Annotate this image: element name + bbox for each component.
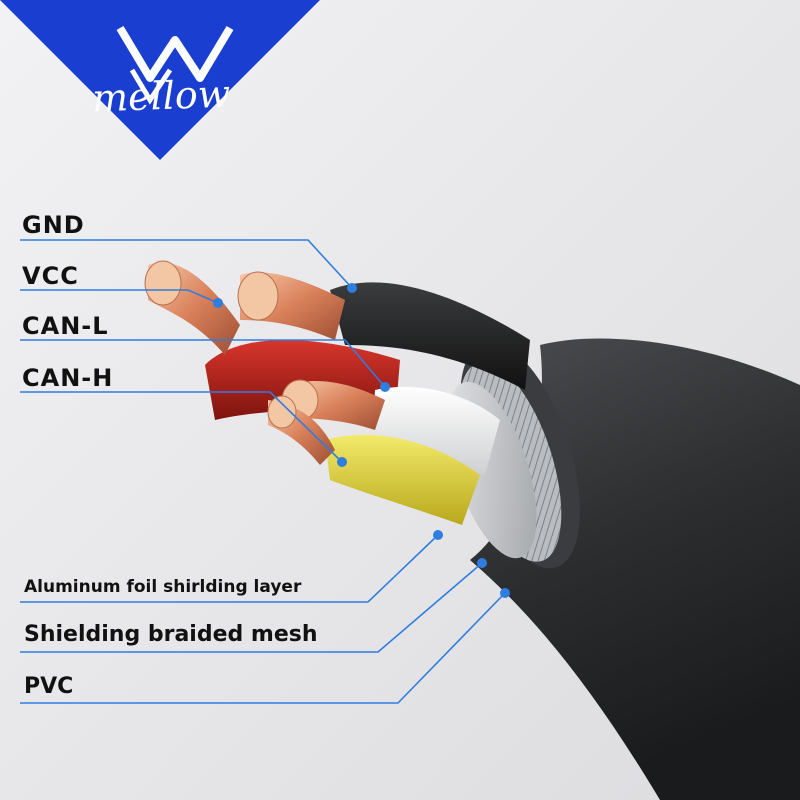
leader-lines	[20, 239, 506, 704]
leader-can-l	[20, 339, 386, 388]
label-can-h: CAN-H	[22, 364, 114, 392]
leader-pvc	[20, 592, 506, 704]
leader-dots	[213, 283, 510, 598]
mellow-logo-text: mellow	[91, 71, 231, 121]
leader-foil	[20, 534, 439, 603]
mellow-logo	[0, 0, 320, 160]
copper-strands	[144, 260, 385, 465]
label-pvc: PVC	[24, 674, 74, 699]
leader-can-h	[20, 391, 343, 463]
label-braided-mesh: Shielding braided mesh	[24, 622, 318, 647]
gnd-core	[330, 282, 530, 390]
can-h-core	[325, 434, 480, 525]
leader-vcc	[20, 289, 219, 304]
leader-gnd	[20, 239, 353, 289]
label-aluminum-foil: Aluminum foil shirlding layer	[24, 577, 302, 597]
label-vcc: VCC	[22, 262, 79, 290]
label-can-l: CAN-L	[22, 312, 109, 340]
leader-braid	[20, 562, 483, 653]
can-l-core	[372, 386, 500, 475]
label-gnd: GND	[22, 211, 85, 239]
